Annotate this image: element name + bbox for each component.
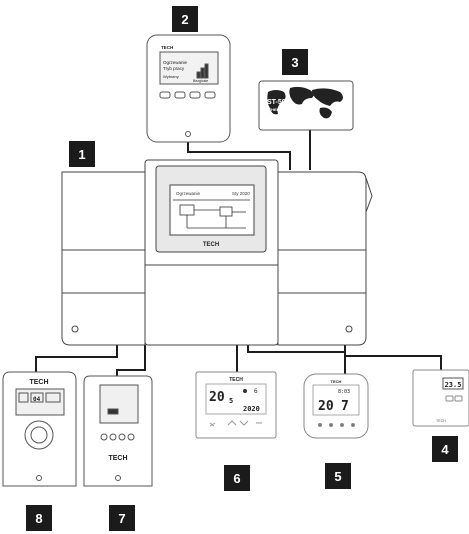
screw-icon — [36, 475, 42, 481]
device-4 — [412, 369, 469, 427]
line-to-device-7 — [116, 345, 146, 376]
screw-icon — [185, 131, 191, 137]
device-6 — [195, 371, 277, 439]
device-5-top-small: 8:03 — [338, 389, 350, 395]
panel-2-body — [146, 34, 231, 143]
device-5-left-value: 20 — [318, 399, 334, 414]
line-to-device-4 — [344, 345, 442, 370]
device-7 — [83, 375, 153, 487]
device-4-display — [442, 377, 464, 390]
main-controller-screen-title: Ogrzewanie — [176, 191, 201, 196]
device-5-touch-button[interactable] — [340, 423, 344, 427]
device-6-small-value: 6 — [254, 388, 258, 395]
panel-2-button[interactable] — [189, 91, 201, 99]
device-5-display — [312, 384, 360, 416]
line-to-panel-2 — [187, 142, 291, 170]
main-controller-schematic — [173, 199, 250, 229]
device-7-card — [107, 408, 119, 415]
main-controller-screen-right: Sty 2020 — [232, 191, 250, 196]
device-7-display — [99, 384, 139, 424]
screw-icon — [345, 325, 353, 333]
main-controller-brand: TECH — [203, 242, 219, 248]
device-4-button[interactable] — [454, 395, 463, 402]
device-7-button[interactable] — [118, 433, 126, 441]
line-to-device-5 — [247, 345, 346, 374]
device-6-year: 2020 — [243, 405, 260, 413]
module-3-model: ST-505 — [267, 99, 290, 106]
device-8-brand: TECH — [29, 379, 48, 386]
badge-8: 8 — [26, 505, 52, 531]
panel-2-line1: Ogrzewanie — [163, 60, 188, 65]
device-6-display — [205, 383, 267, 415]
badge-7: 7 — [109, 505, 135, 531]
panel-2-right-label: Bezglosie — [193, 79, 208, 83]
badge-3: 3 — [282, 49, 308, 75]
badge-2: 2 — [172, 6, 198, 32]
device-8-screen-value: 04 — [33, 396, 41, 403]
device-5-brand: TECH — [331, 379, 342, 384]
module-3 — [258, 80, 354, 131]
device-5-touch-button[interactable] — [318, 423, 322, 427]
device-7-button[interactable] — [100, 433, 108, 441]
badge-6: 6 — [224, 465, 250, 491]
device-4-brand: TECH — [436, 419, 446, 423]
fan-icon — [243, 389, 247, 393]
device-5-touch-button[interactable] — [351, 423, 355, 427]
signal-bars-icon — [200, 67, 205, 79]
device-7-button[interactable] — [127, 433, 135, 441]
screw-icon — [115, 475, 121, 481]
main-controller-left-housing — [61, 171, 146, 346]
panel-2-button-label: Wybrany — [163, 74, 179, 79]
signal-bars-icon — [204, 63, 209, 79]
device-5-right-value: 7 — [341, 399, 349, 414]
panel-2-button[interactable] — [174, 91, 186, 99]
main-controller — [61, 159, 373, 346]
device-4-value: 23.5 — [445, 381, 462, 389]
device-6-main-value: 20 — [209, 390, 225, 405]
panel-2 — [146, 34, 231, 143]
device-6-touch-buttons[interactable] — [209, 420, 262, 427]
badge-4: 4 — [432, 436, 458, 462]
panel-2-button[interactable] — [159, 91, 171, 99]
line-to-device-8 — [35, 345, 118, 372]
device-7-button[interactable] — [109, 433, 117, 441]
device-5-touch-button[interactable] — [329, 423, 333, 427]
module-3-subtitle: ETHERNET — [266, 107, 288, 112]
badge-5: 5 — [325, 463, 351, 489]
device-8 — [2, 371, 77, 487]
device-7-brand: TECH — [108, 455, 127, 462]
device-6-brand: TECH — [229, 377, 243, 383]
panel-2-line2: Tryb pracy — [163, 66, 185, 71]
connection-lines — [35, 130, 442, 376]
main-controller-side-tab — [365, 177, 373, 213]
panel-2-button[interactable] — [204, 91, 216, 99]
signal-bars-icon — [196, 71, 201, 79]
device-5 — [303, 373, 369, 439]
screw-icon — [71, 325, 79, 333]
device-6-sub-value: 5 — [229, 397, 233, 405]
world-map-graphic — [267, 86, 343, 119]
device-4-button[interactable] — [445, 395, 454, 402]
badge-1: 1 — [69, 141, 95, 167]
main-controller-right-housing — [277, 171, 367, 346]
panel-2-brand: TECH — [161, 45, 173, 50]
